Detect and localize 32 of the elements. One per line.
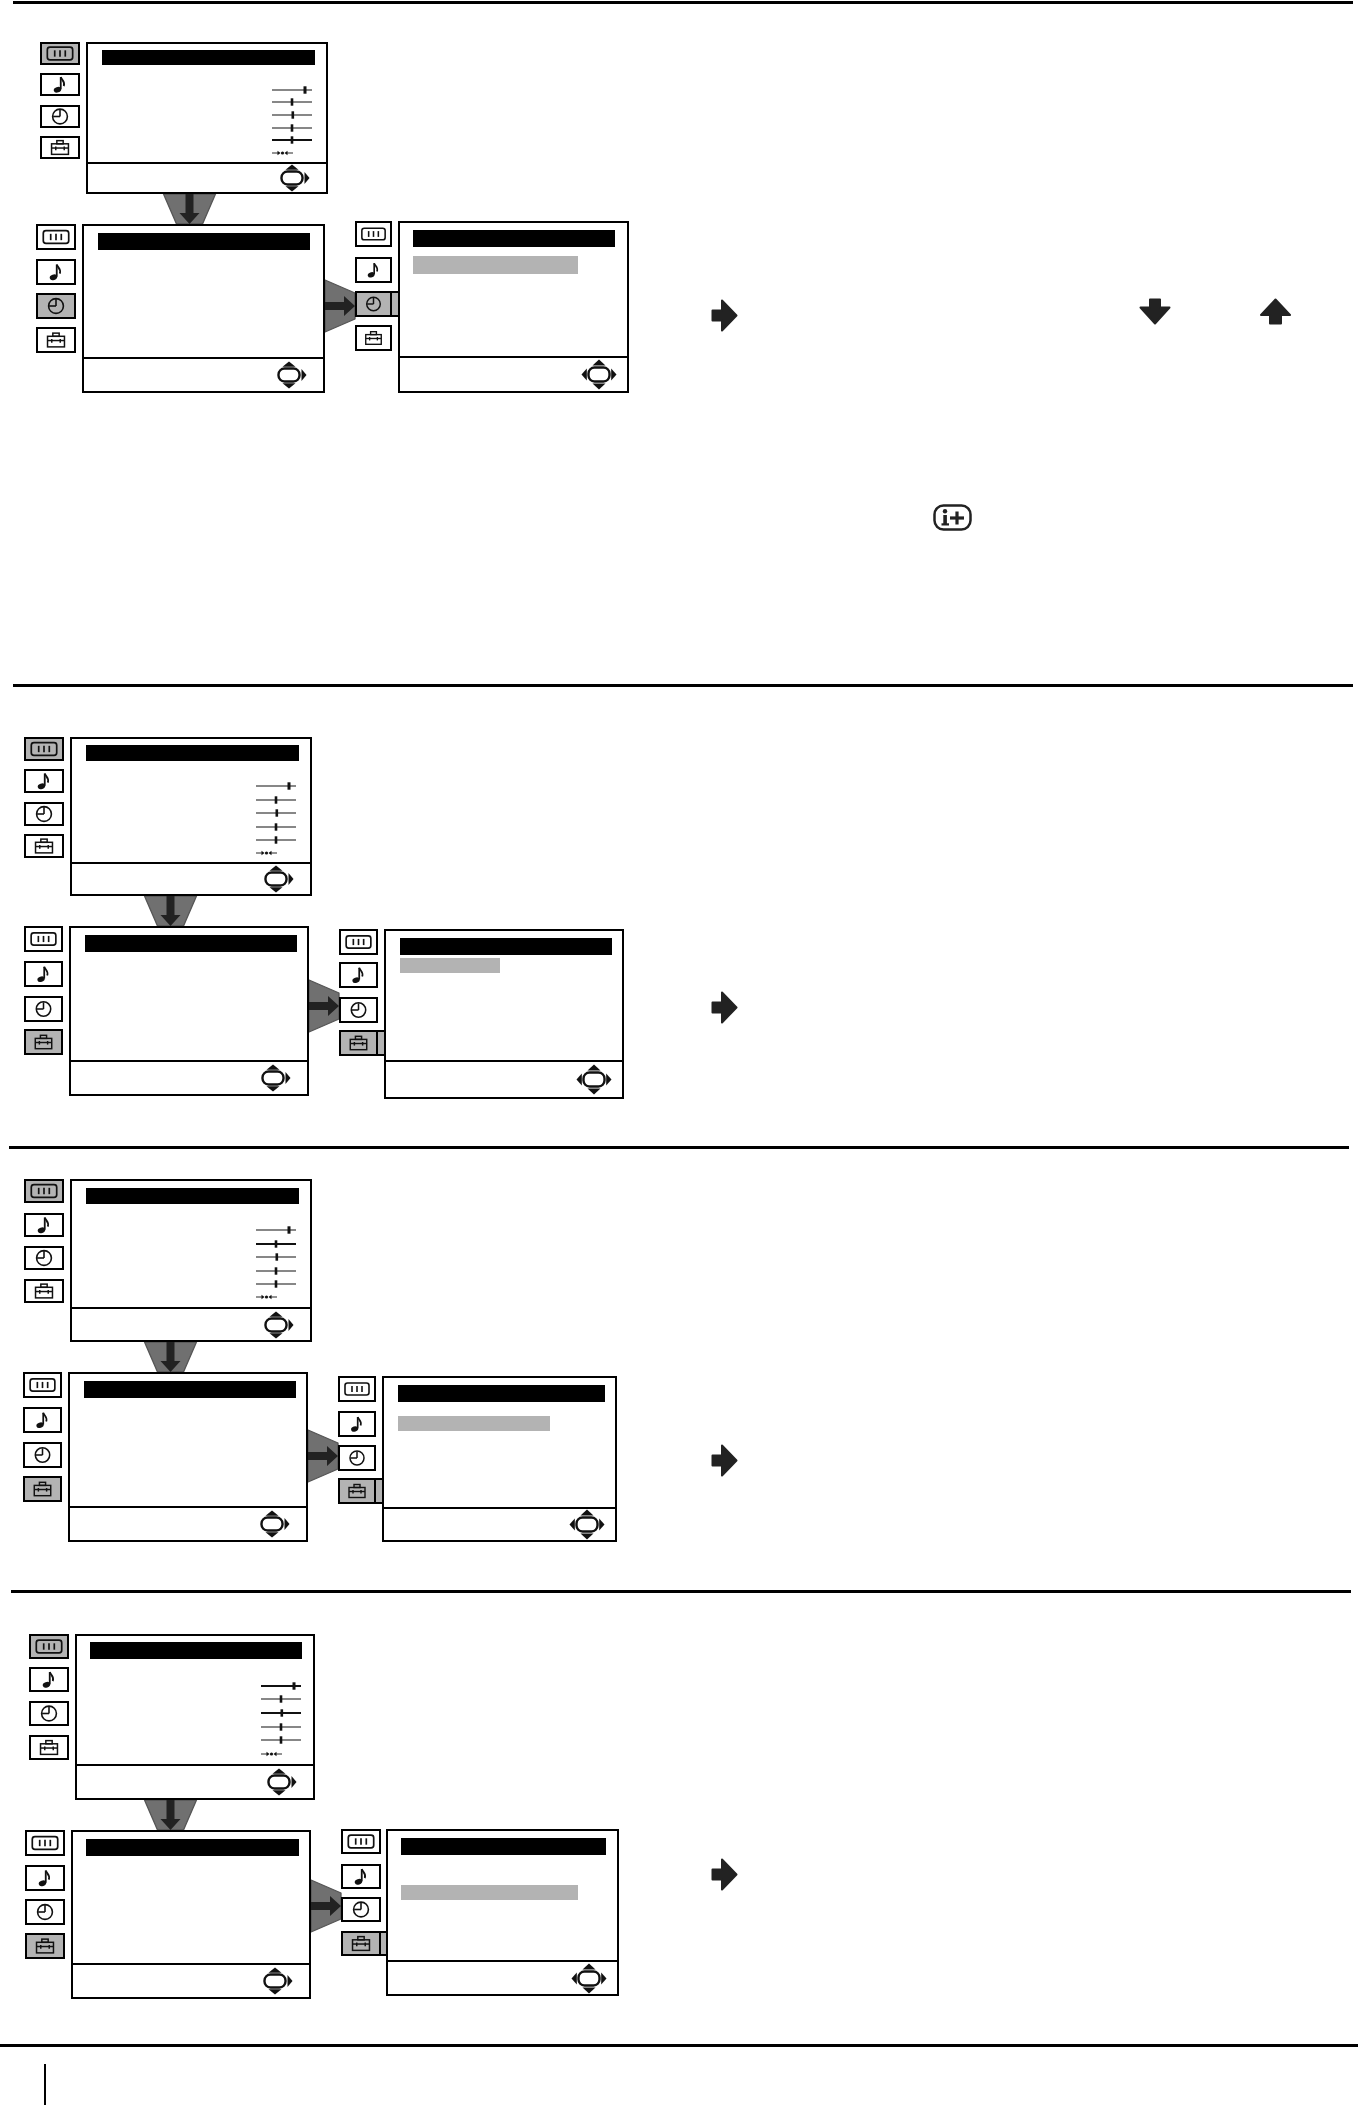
title-bar (85, 935, 297, 952)
right-arrow (309, 996, 339, 1016)
menu-screen (23, 1372, 308, 1542)
menu-screen (24, 1179, 312, 1342)
title-bar (86, 1188, 299, 1204)
down-arrow (160, 896, 181, 926)
menu-screen (40, 42, 328, 194)
title-bar (413, 230, 615, 247)
menu-screen (339, 929, 624, 1099)
title-bar (400, 938, 612, 955)
title-bar (98, 233, 310, 250)
menu-screen (36, 224, 325, 393)
title-bar (398, 1385, 605, 1402)
right-arrow (325, 296, 355, 316)
down-arrow (160, 1800, 181, 1830)
right-arrow (308, 1446, 338, 1466)
right-arrow (311, 1896, 341, 1916)
menu-screen (29, 1634, 315, 1800)
title-bar (86, 1839, 299, 1856)
menu-screen (24, 737, 312, 896)
menu-screen (338, 1376, 617, 1542)
title-bar (84, 1381, 296, 1398)
menu-screen (355, 221, 629, 393)
menu-screen (25, 1830, 311, 1999)
title-bar (90, 1642, 302, 1659)
down-arrow (179, 194, 200, 224)
title-bar (102, 50, 315, 65)
menu-screen (24, 926, 309, 1096)
down-arrow (160, 1342, 181, 1372)
title-bar (86, 745, 299, 761)
menu-screen (341, 1829, 619, 1996)
title-bar (401, 1838, 606, 1855)
